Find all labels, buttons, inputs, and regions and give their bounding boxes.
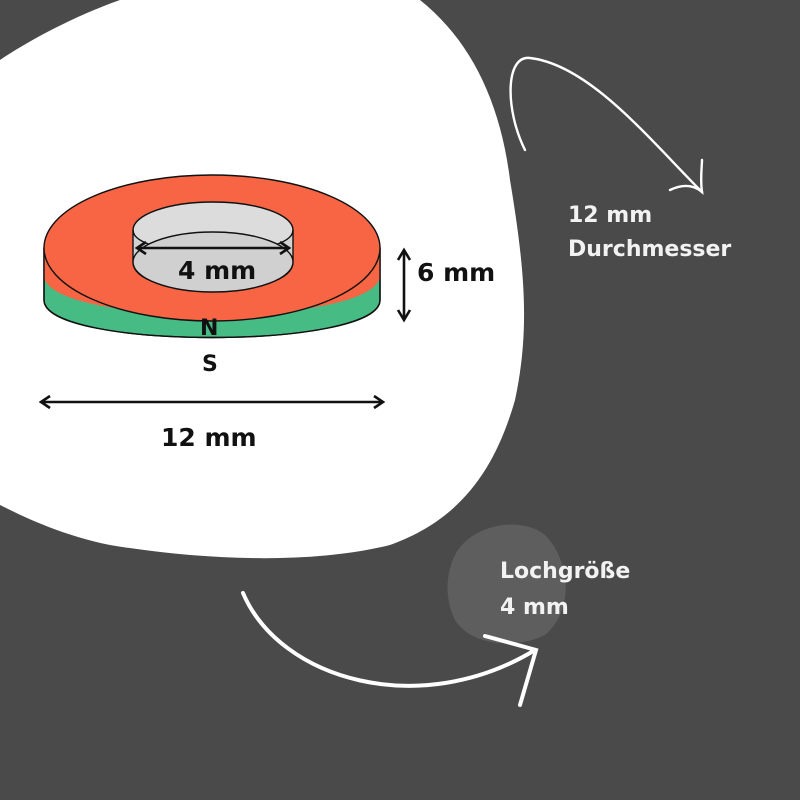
hole-callout: Lochgröße 4 mm bbox=[500, 554, 630, 626]
highlight-blob bbox=[447, 524, 566, 644]
north-pole-label: N bbox=[200, 316, 219, 341]
diameter-callout: 12 mm Durchmesser bbox=[568, 199, 731, 267]
height-arrow bbox=[396, 247, 412, 323]
diameter-arrow bbox=[38, 394, 386, 410]
diameter-callout-arrow bbox=[509, 56, 704, 195]
height-label: 6 mm bbox=[417, 258, 496, 287]
diameter-callout-caption: Durchmesser bbox=[568, 237, 732, 262]
ring-magnet-illustration bbox=[43, 174, 381, 339]
diameter-callout-value: 12 mm bbox=[568, 203, 653, 228]
hole-callout-value: 4 mm bbox=[500, 595, 569, 620]
hole-callout-caption: Lochgröße bbox=[500, 559, 631, 584]
hole-callout-arrow bbox=[241, 591, 539, 707]
diameter-label: 12 mm bbox=[161, 423, 257, 452]
hole-size-label: 4 mm bbox=[178, 256, 257, 285]
south-pole-label: S bbox=[202, 352, 218, 377]
